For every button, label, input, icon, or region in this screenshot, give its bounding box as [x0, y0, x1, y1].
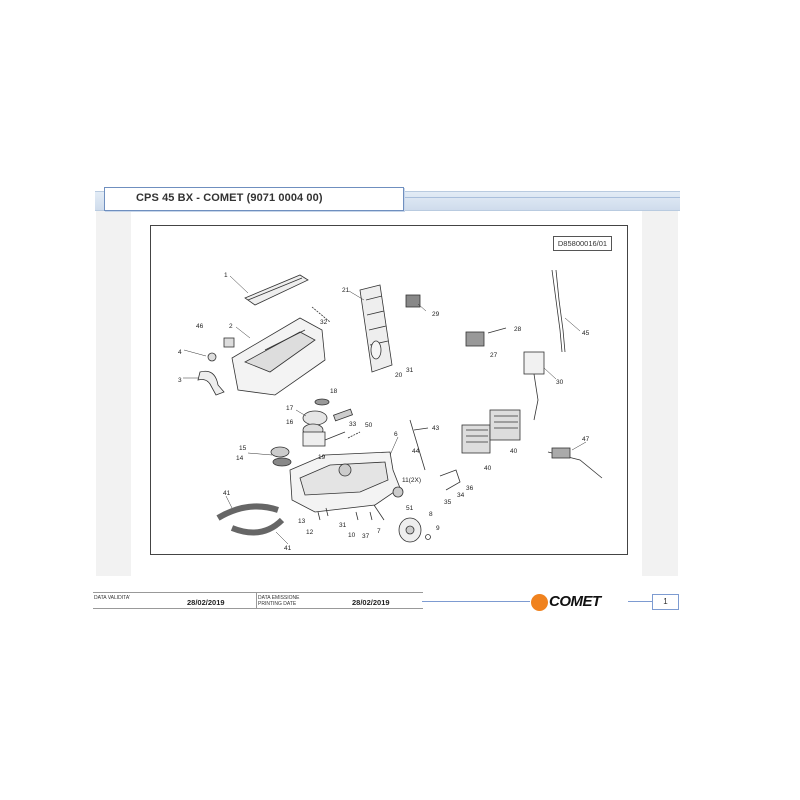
- right-margin-panel: [642, 211, 678, 576]
- label-part-34: 34: [457, 492, 465, 499]
- part-45-drawing: [551, 269, 563, 353]
- exploded-diagram-frame: [150, 225, 628, 555]
- page-number: 1: [652, 594, 679, 610]
- part-number-labels: 1 2 3 4 46 32 21 29 28 27 45 30 20 31 18…: [178, 272, 590, 552]
- emission-label-it: DATA EMISSIONE: [258, 595, 300, 601]
- label-part-32: 32: [320, 319, 328, 326]
- label-part-27: 27: [490, 352, 498, 359]
- validity-date: 28/02/2019: [187, 598, 225, 607]
- label-part-40a: 40: [484, 465, 492, 472]
- emission-label-en: PRINTING DATE: [258, 601, 297, 607]
- part-27-drawing: [465, 331, 485, 347]
- label-part-47: 47: [582, 436, 590, 443]
- label-part-10: 10: [348, 532, 356, 539]
- label-part-45: 45: [582, 330, 590, 337]
- footer-blue-rule: [422, 601, 530, 602]
- part-1-drawing: [244, 274, 309, 306]
- label-part-2: 2: [229, 323, 233, 330]
- label-part-44: 44: [412, 448, 420, 455]
- footer-blue-rule-2: [628, 601, 652, 602]
- footer-separator: [256, 592, 257, 608]
- label-part-43: 43: [432, 425, 440, 432]
- label-part-11: 11(2X): [402, 477, 421, 484]
- label-part-31a: 31: [406, 367, 414, 374]
- part-33-drawing: [333, 408, 353, 422]
- part-4-drawing: [207, 352, 217, 362]
- label-part-16: 16: [286, 419, 294, 426]
- label-part-14: 14: [236, 455, 244, 462]
- label-part-20: 20: [395, 372, 403, 379]
- printing-date: 28/02/2019: [352, 598, 390, 607]
- part-3-drawing: [197, 370, 225, 396]
- label-part-36: 36: [466, 485, 474, 492]
- label-part-35: 35: [444, 499, 452, 506]
- label-part-33: 33: [349, 421, 357, 428]
- left-margin-panel: [96, 211, 131, 576]
- label-part-46: 46: [196, 323, 204, 330]
- part-40a-drawing: [461, 424, 491, 454]
- label-part-51: 51: [406, 505, 414, 512]
- label-part-17: 17: [286, 405, 294, 412]
- part-30-drawing: [523, 351, 545, 375]
- label-part-30: 30: [556, 379, 564, 386]
- part-28-drawing: [487, 327, 507, 334]
- drawing-code: D85800016/01: [553, 236, 612, 251]
- label-part-8: 8: [429, 511, 433, 518]
- label-part-12: 12: [306, 529, 314, 536]
- label-part-41a: 41: [223, 490, 231, 497]
- document-title: CPS 45 BX - COMET (9071 0004 00): [136, 192, 323, 204]
- label-part-6: 6: [394, 431, 398, 438]
- comet-logo: COMET: [549, 593, 601, 610]
- part-41b-drawing: [230, 517, 285, 536]
- label-part-41b: 41: [284, 545, 292, 552]
- label-part-21: 21: [342, 287, 350, 294]
- part-41a-drawing: [216, 503, 279, 521]
- label-part-19: 19: [318, 454, 326, 461]
- part-32-drawing: [311, 306, 331, 323]
- label-part-9: 9: [436, 525, 440, 532]
- part-17-drawing: [302, 410, 328, 426]
- label-part-3: 3: [178, 377, 182, 384]
- part-34-drawing: [439, 469, 461, 491]
- title-box: [104, 187, 404, 211]
- label-part-40b: 40: [510, 448, 518, 455]
- part-20-drawing: [370, 340, 382, 360]
- part-7-drawing: [373, 504, 385, 521]
- comet-logo-dot-icon: [531, 594, 548, 611]
- part-9-drawing: [425, 534, 431, 540]
- label-part-31b: 31: [339, 522, 347, 529]
- label-part-29: 29: [432, 311, 440, 318]
- title-rule: [402, 197, 680, 198]
- label-part-50: 50: [365, 422, 373, 429]
- part-43-drawing: [409, 419, 426, 471]
- part-14-drawing: [272, 457, 292, 467]
- part-40b-drawing: [489, 409, 521, 441]
- label-part-13: 13: [298, 518, 306, 525]
- part-46-drawing: [223, 337, 235, 348]
- part-18-drawing: [314, 398, 330, 406]
- validity-date-label: DATA VALIDITA': [94, 595, 131, 601]
- footer-bottom-rule: [93, 608, 423, 609]
- part-11-drawing: [392, 486, 404, 498]
- part-50-drawing: [347, 431, 361, 439]
- label-part-28: 28: [514, 326, 522, 333]
- footer-top-rule: [93, 592, 423, 593]
- label-part-18: 18: [330, 388, 338, 395]
- part-15-drawing: [270, 446, 290, 458]
- label-part-4: 4: [178, 349, 182, 356]
- part-29-drawing: [405, 294, 421, 308]
- label-part-15: 15: [239, 445, 247, 452]
- label-part-1: 1: [224, 272, 228, 279]
- label-part-37: 37: [362, 533, 370, 540]
- label-part-7: 7: [377, 528, 381, 535]
- part-19-drawing: [324, 431, 346, 441]
